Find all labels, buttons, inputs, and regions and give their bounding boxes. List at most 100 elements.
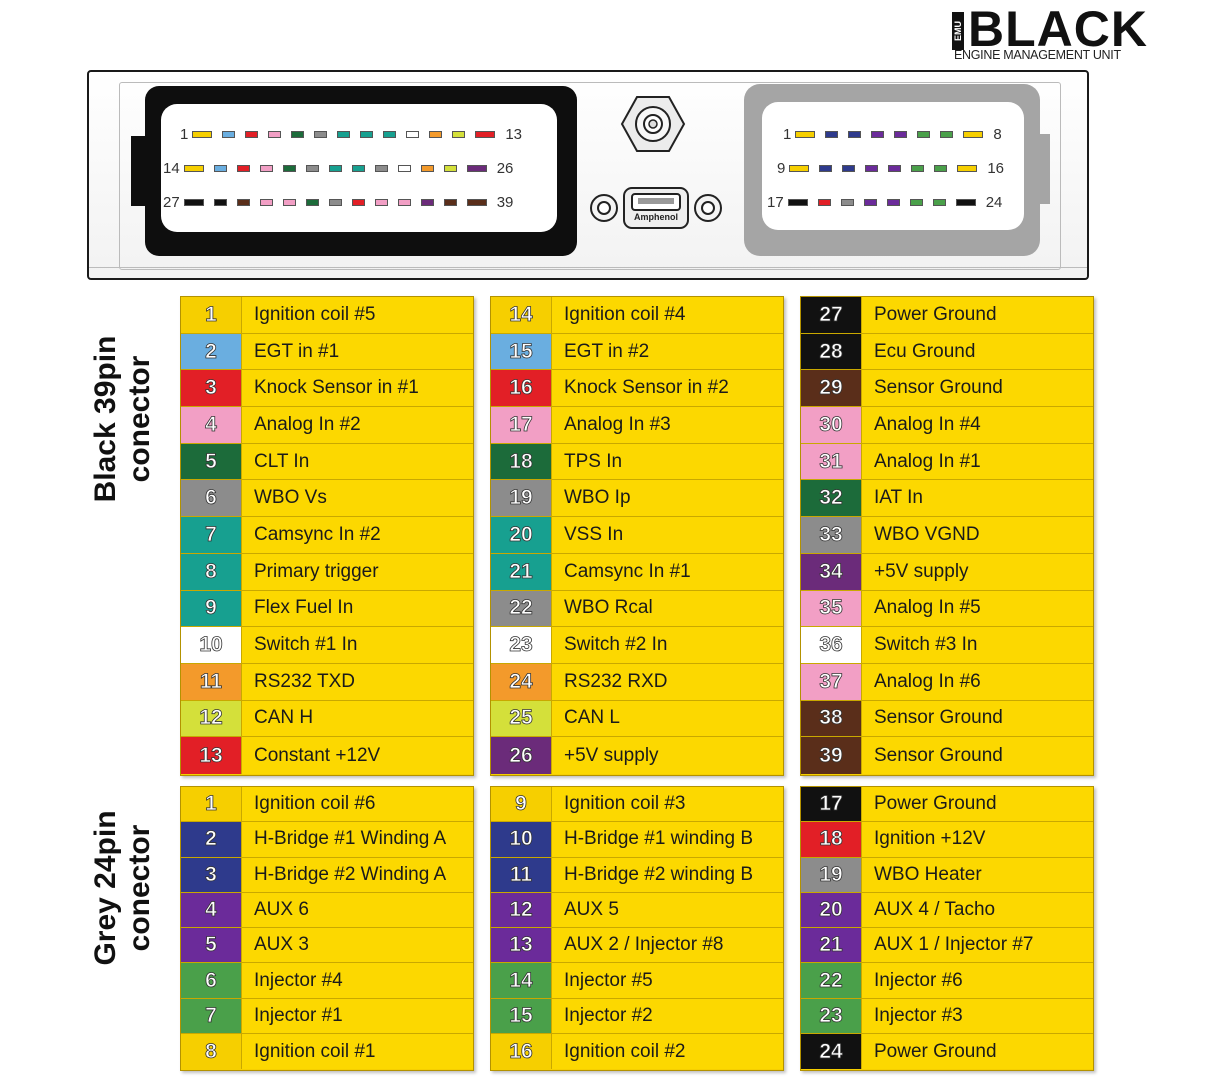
pin-strip [795,125,993,143]
vacuum-port-icon [620,96,686,152]
pin-function: Sensor Ground [862,737,1093,774]
logo-emu-tag: EMU [952,12,964,50]
ecu-inner-frame [119,82,1061,270]
grey-pin-row-1: 1 8 [783,125,1002,143]
connector-pin [957,165,978,172]
pin-number: 19 [801,857,862,892]
pin-function: CAN L [552,700,783,737]
connector-pin [443,199,457,206]
pin-function: Sensor Ground [862,700,1093,737]
black-connector [131,86,577,256]
pin-number: 18 [491,443,552,480]
brand-logo: EMU BLACK ENGINE MANAGEMENT UNIT [952,1,1192,66]
pin-function: Injector #6 [862,963,1093,998]
grey-connector-label: Grey 24pin conector [89,758,159,1018]
pin-number: 11 [181,663,242,700]
connector-pin [420,165,434,172]
pin-number-label: 24 [985,193,1003,211]
pin-function: Switch #2 In [552,627,783,663]
pin-number: 13 [181,737,242,774]
connector-pin [466,199,487,206]
pin-number: 36 [801,627,862,663]
usb-port-icon [590,187,722,229]
connector-pin [213,199,227,206]
connector-pin [192,131,213,138]
pin-number: 8 [181,553,242,590]
pin-number: 5 [181,443,242,480]
pin-function: Ignition coil #4 [552,297,783,333]
ecu-base-line [89,267,1087,268]
pin-number: 21 [491,553,552,590]
pin-number: 14 [491,963,552,998]
pin-number: 2 [181,333,242,370]
side-label-line: conector [123,824,156,952]
grey-connector-tab [1032,134,1050,204]
pin-function: Analog In #5 [862,590,1093,627]
pin-function: WBO Ip [552,480,783,517]
connector-pin [932,199,946,206]
pin-function: CAN H [242,700,473,737]
pin-number-label: 1 [783,125,792,143]
pin-function: H-Bridge #2 winding B [552,857,783,892]
connector-pin [236,165,250,172]
pin-number: 16 [491,370,552,407]
connector-pin [351,199,365,206]
pin-number: 25 [491,700,552,737]
pin-function: RS232 RXD [552,663,783,700]
pin-strip [183,193,497,211]
pin-strip [183,159,497,177]
pin-function: Injector #2 [552,998,783,1034]
pin-number: 8 [181,1034,242,1070]
pin-function: Power Ground [862,297,1093,333]
connector-pin [795,131,816,138]
pin-function: +5V supply [862,553,1093,590]
pin-function: Knock Sensor in #1 [242,370,473,407]
pin-function: H-Bridge #1 Winding A [242,822,473,857]
pin-number: 3 [181,857,242,892]
pin-function: Analog In #6 [862,663,1093,700]
pin-function: Switch #3 In [862,627,1093,663]
connector-pin [865,165,879,172]
pin-number: 13 [491,928,552,963]
pin-number: 4 [181,892,242,928]
pin-number-label: 39 [496,193,514,211]
connector-pin [909,199,923,206]
connector-pin [894,131,908,138]
side-label-line: Black 39pin [89,335,122,503]
connector-pin [955,199,976,206]
pin-number: 16 [491,1034,552,1070]
connector-pin [911,165,925,172]
pin-function: AUX 5 [552,892,783,928]
pin-number: 24 [801,1034,862,1070]
pin-number-label: 16 [987,159,1005,177]
pin-function: AUX 6 [242,892,473,928]
pin-number: 4 [181,407,242,443]
pin-strip [787,193,986,211]
pin-number: 1 [181,787,242,822]
pin-number-label: 27 [163,193,180,211]
connector-pin [787,199,808,206]
